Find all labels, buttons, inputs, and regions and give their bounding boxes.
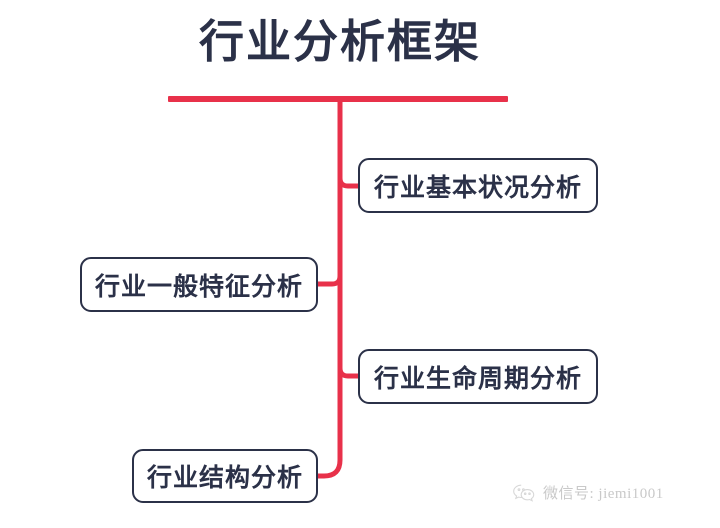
- watermark: 微信号: jiemi1001: [512, 482, 664, 503]
- branch-basic: [337, 177, 358, 189]
- node-label: 行业生命周期分析: [373, 364, 582, 393]
- node-label: 行业基本状况分析: [373, 173, 582, 202]
- node-label: 行业结构分析: [146, 464, 303, 492]
- node-industry-basic-status-analysis[interactable]: 行业基本状况分析: [358, 158, 598, 213]
- branch-lifecycle: [337, 367, 358, 379]
- node-label: 行业一般特征分析: [94, 272, 303, 301]
- branch-structure: [318, 459, 343, 479]
- node-industry-lifecycle-analysis[interactable]: 行业生命周期分析: [358, 349, 598, 404]
- wechat-icon: [513, 484, 535, 502]
- watermark-text: 微信号: jiemi1001: [543, 486, 664, 502]
- title-underline-rule: [168, 96, 508, 102]
- page-title: 行业分析框架: [198, 16, 481, 67]
- branch-general: [318, 275, 343, 287]
- node-industry-structure-analysis[interactable]: 行业结构分析: [132, 449, 318, 503]
- node-industry-general-characteristics-analysis[interactable]: 行业一般特征分析: [80, 257, 318, 312]
